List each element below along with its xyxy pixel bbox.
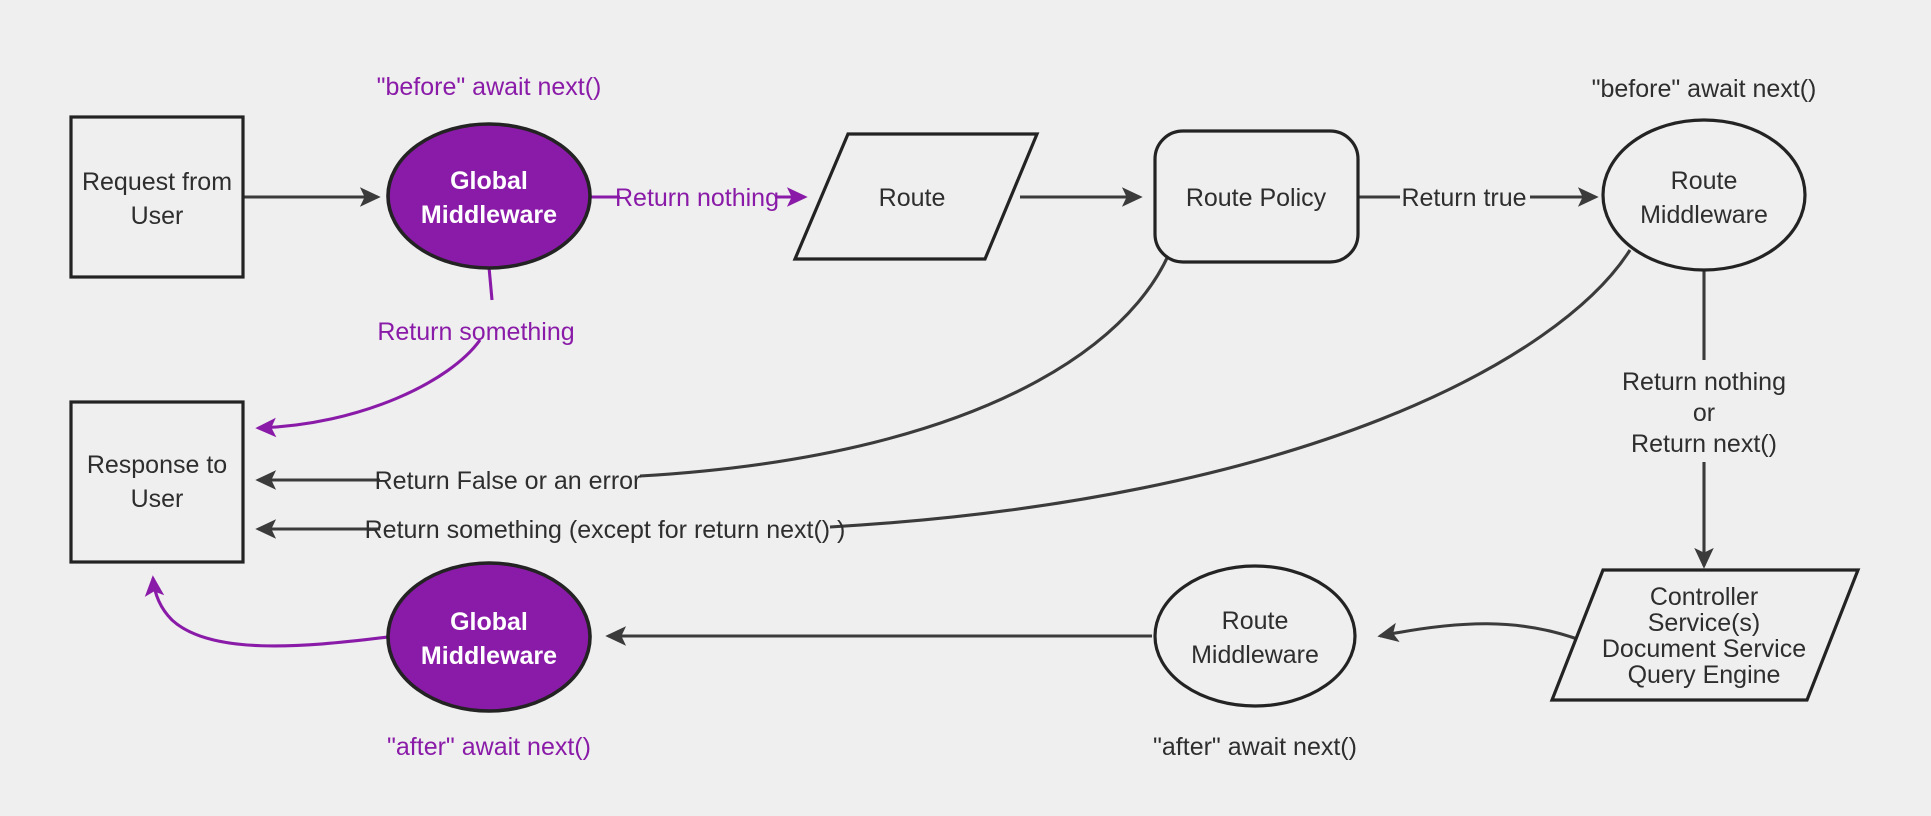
edge-label-return-something-except-next: Return something (except for return next… — [365, 516, 846, 544]
node-controller-services[interactable]: Controller Service(s) Document Service Q… — [1549, 568, 1861, 702]
node-route-middleware-top[interactable]: Route Middleware — [1601, 118, 1807, 272]
node-route-label: Route — [879, 184, 946, 212]
edge-global-middleware-return-something — [255, 266, 494, 438]
edge-label-route-mw-return-nothing: Return nothing — [1622, 368, 1786, 396]
node-route[interactable]: Route — [792, 132, 1040, 261]
note-before-await-next-route: "before" await next() — [1592, 75, 1817, 103]
node-route-middleware-bottom[interactable]: Route Middleware — [1153, 564, 1357, 708]
edge-label-return-false-or-error: Return False or an error — [375, 467, 642, 495]
node-global-middleware-top[interactable]: Global Middleware — [386, 122, 592, 270]
edge-label-route-mw-or: or — [1693, 399, 1715, 427]
edge-route-middleware-return-something — [255, 249, 1632, 539]
edge-label-return-something: Return something — [377, 318, 574, 346]
node-route-middleware-top-line1: Route — [1671, 167, 1738, 195]
node-request-line2: User — [131, 202, 184, 230]
node-route-middleware-top-line2: Middleware — [1640, 201, 1768, 229]
node-controller-line2: Service(s) — [1648, 609, 1761, 637]
node-request-from-user[interactable]: Request from User — [69, 115, 245, 279]
node-route-policy[interactable]: Route Policy — [1153, 129, 1360, 264]
edge-route-policy-return-false — [255, 217, 1182, 490]
node-route-middleware-bottom-line2: Middleware — [1191, 641, 1319, 669]
node-controller-line1: Controller — [1650, 583, 1758, 611]
node-global-middleware-bottom-line2: Middleware — [421, 642, 557, 670]
node-global-middleware-bottom-line1: Global — [450, 608, 528, 636]
edge-controller-to-route-middleware-bottom — [1377, 622, 1581, 643]
node-controller-line4: Query Engine — [1628, 661, 1781, 689]
note-after-await-next-route: "after" await next() — [1153, 733, 1357, 761]
node-response-to-user[interactable]: Response to User — [69, 400, 245, 564]
note-before-await-next-global: "before" await next() — [377, 73, 602, 101]
edge-label-return-true: Return true — [1401, 184, 1526, 212]
node-response-line1: Response to — [87, 451, 227, 479]
node-global-middleware-bottom[interactable]: Global Middleware — [386, 561, 592, 713]
note-after-await-next-global: "after" await next() — [387, 733, 591, 761]
node-request-line1: Request from — [82, 168, 232, 196]
edge-global-middleware-bottom-to-response — [144, 575, 389, 648]
node-route-policy-label: Route Policy — [1186, 184, 1327, 212]
edge-label-return-nothing: Return nothing — [615, 184, 779, 212]
node-response-line2: User — [131, 485, 184, 513]
node-route-middleware-bottom-line1: Route — [1222, 607, 1289, 635]
node-global-middleware-top-line1: Global — [450, 167, 528, 195]
edge-label-route-mw-return-next: Return next() — [1631, 430, 1777, 458]
node-controller-line3: Document Service — [1602, 635, 1806, 663]
node-global-middleware-top-line2: Middleware — [421, 201, 557, 229]
